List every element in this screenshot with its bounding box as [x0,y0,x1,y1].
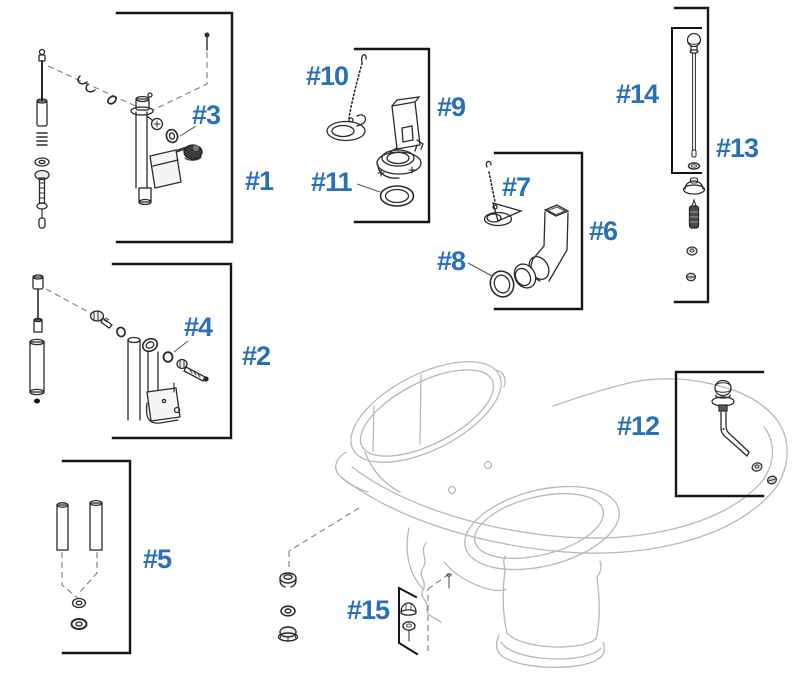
bracket-1 [115,11,234,244]
bracket-6 [493,151,584,311]
group-brackets [61,6,765,656]
o-ring [116,326,126,338]
callout-label-2: #2 [242,341,271,371]
dashed-leader-lines [45,52,450,651]
toilet-bowl-drawing [335,361,788,668]
callout-label-4: #4 [184,312,213,342]
o-ring [687,162,701,170]
seal-and-fitting-diagram-icon [162,351,209,382]
bracket-5 [61,459,132,655]
trip-lever-handle-diagram-icon [711,379,778,485]
handle-nut [751,462,763,472]
bracket-9 [353,47,431,224]
flapper-with-chain-diagram-icon [483,160,523,227]
bracket-12 [674,370,765,498]
canister-flush-valve-diagram-icon [326,54,424,207]
hose-clamp-clips [77,75,96,93]
callout-label-5: #5 [143,544,172,574]
lift-rod-diagram-icon [686,32,702,158]
bracket-13 [673,6,710,304]
callout-label-11: #11 [311,167,353,197]
lift-rod-kit-diagram-icon [682,32,706,282]
callout-label-7: #7 [502,172,531,202]
bracket-15 [398,586,419,656]
refill-tube-pin [204,32,210,51]
valve-cap [682,177,706,195]
flapper-chain-assembly-diagram-icon [326,54,367,142]
callout-label-14: #14 [616,79,659,109]
valve-seat-bolt [89,310,113,329]
leader-11 [356,183,381,193]
mounting-nut [686,246,698,256]
callout-label-12: #12 [617,411,660,441]
plunger [688,198,700,229]
callout-label-10: #10 [306,61,349,91]
bowl-foot-pin [446,573,452,589]
tank-bolt-kit-diagram-icon [56,499,103,630]
callout-label-3: #3 [192,100,221,130]
flush-valve-assembly-diagram-icon [29,274,209,424]
callout-label-13: #13 [716,133,759,163]
o-ring [107,95,117,105]
callout-label-1: #1 [245,166,274,196]
elbow-gasket-diagram-icon [489,270,515,298]
fill-valve-body [130,92,182,206]
leader-8 [467,262,493,277]
callout-leader-lines [173,125,493,353]
callout-label-6: #6 [589,216,618,246]
valve-seal-fitting-diagram-icon [165,128,203,161]
bowl-mounting-hardware [277,572,299,642]
leader-4 [173,340,189,353]
callout-label-9: #9 [437,92,466,122]
float-rod-parts [34,48,50,229]
callout-label-8: #8 [437,246,466,276]
flush-elbow-tube [513,204,570,289]
callout-label-15: #15 [347,595,390,625]
valve-seat-gasket-diagram-icon [379,185,415,207]
flush-elbow-kit-diagram-icon [483,160,570,298]
overflow-tube-and-float [127,336,181,424]
bracket-2 [111,262,233,440]
flush-valve-canister [376,96,424,179]
bracket-14 [671,27,702,174]
fill-valve-assembly-diagram-icon [34,32,210,229]
leader-3 [179,125,197,137]
bolt-cap-washer-diagram-icon [400,573,452,642]
